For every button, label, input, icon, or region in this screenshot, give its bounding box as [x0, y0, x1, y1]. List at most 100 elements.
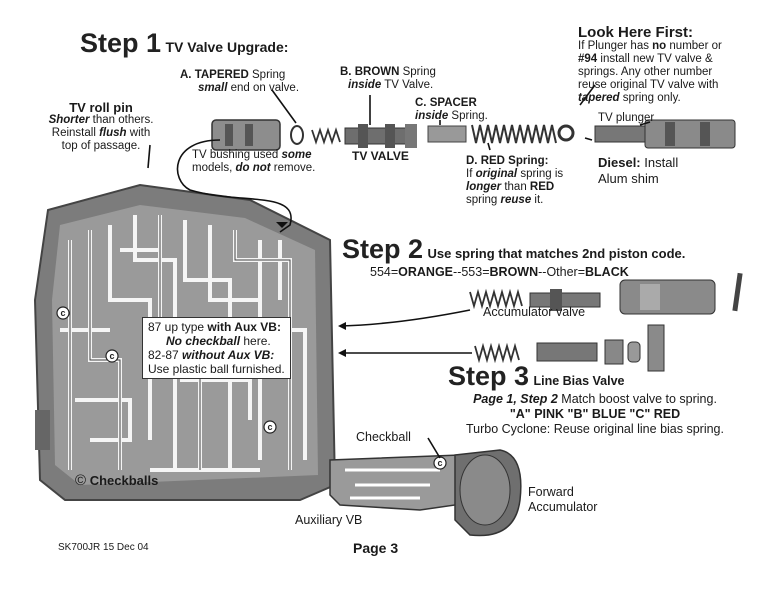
- aux-box-l1a: 87 up type: [148, 320, 208, 334]
- aux-box-l2: No checkball: [166, 334, 241, 348]
- callout-d-l2b: spring is: [517, 168, 564, 180]
- callout-d-letter: D.: [466, 155, 478, 167]
- tv-bushing-l2a: models,: [192, 162, 236, 174]
- diesel-c: Alum shim: [598, 171, 659, 186]
- step3-title: Step 3: [448, 361, 530, 391]
- diesel-b: Install: [640, 155, 679, 170]
- look-here-title: Look Here First:: [578, 24, 694, 41]
- step2-subtitle: Use spring that matches 2nd piston code.: [427, 246, 686, 261]
- callout-c-letter: C.: [415, 97, 427, 109]
- checkballs-legend: © Checkballs: [75, 472, 158, 489]
- callout-c-word: SPACER: [429, 97, 477, 109]
- tv-roll-pin-note: TV roll pin Shorter than others. Reinsta…: [40, 101, 162, 153]
- callout-a-rest: Spring: [248, 69, 286, 81]
- callout-c-em: inside: [415, 110, 449, 122]
- tv-roll-pin-l2b: with: [126, 127, 151, 139]
- look-here-l1b: no: [652, 40, 667, 52]
- line-bias-parts-drawing: [474, 324, 665, 372]
- tv-valve-label: TV VALVE: [352, 149, 409, 163]
- tv-valve-drawing: [344, 124, 417, 148]
- callout-a: A. TAPERED Spring small end on valve.: [180, 69, 299, 95]
- tv-roll-pin-l1b: than others.: [89, 114, 154, 126]
- accumulator-valve-label: Accumulator valve: [483, 305, 586, 319]
- auxiliary-vb-label: Auxiliary VB: [295, 513, 363, 527]
- callout-d-l4b: it.: [531, 194, 544, 206]
- tv-bushing-l1a: TV bushing used: [192, 149, 282, 161]
- tv-bushing-l2b: remove.: [270, 162, 316, 174]
- step2-title: Step 2: [342, 234, 424, 264]
- callout-d-l4a: spring: [466, 194, 501, 206]
- callout-d-l2em: original: [475, 168, 518, 180]
- step1-title: Step 1: [80, 28, 162, 58]
- callout-d-l3em: longer: [466, 181, 502, 193]
- step2-codes-a: 554=: [370, 265, 399, 279]
- callout-c-line2: Spring.: [448, 110, 488, 122]
- svg-text:c: c: [437, 458, 442, 468]
- look-here-l1a: If Plunger has: [578, 40, 653, 52]
- step3-l3: Turbo Cyclone: Reuse original line bias …: [465, 422, 724, 436]
- tv-plunger-label: TV plunger: [598, 112, 655, 124]
- body-checkball-marks: [56, 306, 277, 434]
- aux-box-l1b: with Aux VB:: [207, 320, 281, 334]
- callout-c: C. SPACER inside Spring.: [415, 97, 488, 123]
- step2-codes-f: BLACK: [585, 265, 629, 279]
- tv-bushing-note: TV bushing used some models, do not remo…: [192, 149, 315, 175]
- callout-d: D. RED Spring: If original spring is lon…: [466, 155, 563, 207]
- tv-bushing-l2em: do not: [235, 162, 271, 174]
- callout-a-word: TAPERED: [194, 69, 249, 81]
- look-here-l5b: spring only.: [619, 92, 681, 104]
- look-here-first-note: Look Here First: If Plunger has no numbe…: [578, 24, 722, 105]
- svg-text:c: c: [109, 351, 114, 361]
- callout-b-word: BROWN: [354, 66, 400, 78]
- footer-code: SK700JR 15 Dec 04: [58, 542, 149, 553]
- tv-roll-pin-l3: top of passage.: [61, 140, 141, 152]
- spacer-drawing: [427, 125, 467, 143]
- callout-b-em: inside: [348, 79, 382, 91]
- washer-drawing: [290, 125, 304, 145]
- aux-vb-note-box: 87 up type with Aux VB: No checkball her…: [142, 317, 291, 379]
- accumulator-parts-drawing: [469, 272, 743, 315]
- step3-l1a: Page 1, Step 2: [473, 392, 558, 406]
- svg-text:c: c: [267, 422, 272, 432]
- look-here-l3: springs. Any other number: [578, 66, 713, 78]
- callout-b: B. BROWN Spring inside TV Valve.: [340, 66, 436, 92]
- checkball-label: Checkball: [356, 430, 411, 444]
- tv-plunger-drawing: [594, 119, 736, 149]
- callout-d-word: RED Spring:: [480, 155, 549, 167]
- aux-box-l3b: without Aux VB:: [182, 348, 275, 362]
- aux-box-l2b: here.: [240, 334, 271, 348]
- valve-body-drawing: [33, 183, 337, 501]
- page-number: Page 3: [353, 540, 399, 556]
- step2-heading: Step 2 Use spring that matches 2nd pisto…: [342, 234, 685, 265]
- step2-codes-c: --553=: [453, 265, 490, 279]
- tapered-spring-drawing: [311, 127, 341, 145]
- step3-l1b: Match boost valve to spring.: [557, 392, 717, 406]
- tv-roll-pin-title: TV roll pin: [69, 100, 133, 115]
- step2-codes-e: --Other=: [538, 265, 586, 279]
- look-here-l4: reuse original TV valve with: [578, 79, 719, 91]
- tv-roll-pin-l2a: Reinstall: [51, 127, 100, 139]
- callout-b-letter: B.: [340, 66, 352, 78]
- forward-acc-l1: Forward: [528, 485, 574, 499]
- step3-notes: Page 1, Step 2 Match boost valve to spri…: [450, 392, 740, 437]
- step2-codes-d: BROWN: [489, 265, 539, 279]
- diesel-note: Diesel: Install Alum shim: [598, 155, 678, 187]
- callout-b-rest: Spring: [399, 66, 436, 78]
- step3-heading: Step 3 Line Bias Valve: [448, 361, 625, 392]
- svg-text:c: c: [60, 308, 65, 318]
- red-spring-drawing: [471, 124, 557, 144]
- callout-d-l2a: If: [466, 168, 476, 180]
- shim-drawing: [557, 124, 575, 142]
- look-here-l1c: number or: [666, 40, 722, 52]
- callout-d-l3red: RED: [529, 181, 555, 193]
- callout-a-letter: A.: [180, 69, 192, 81]
- step1-heading: Step 1 TV Valve Upgrade:: [80, 28, 288, 59]
- tv-bushing-drawing: [211, 119, 281, 151]
- callout-a-em: small: [198, 82, 228, 94]
- callout-b-line2: TV Valve.: [381, 79, 434, 91]
- leader-lines: [147, 84, 651, 459]
- step3-l2: "A" PINK "B" BLUE "C" RED: [509, 407, 681, 421]
- callout-a-line2: end on valve.: [227, 82, 300, 94]
- step3-subtitle: Line Bias Valve: [533, 374, 625, 388]
